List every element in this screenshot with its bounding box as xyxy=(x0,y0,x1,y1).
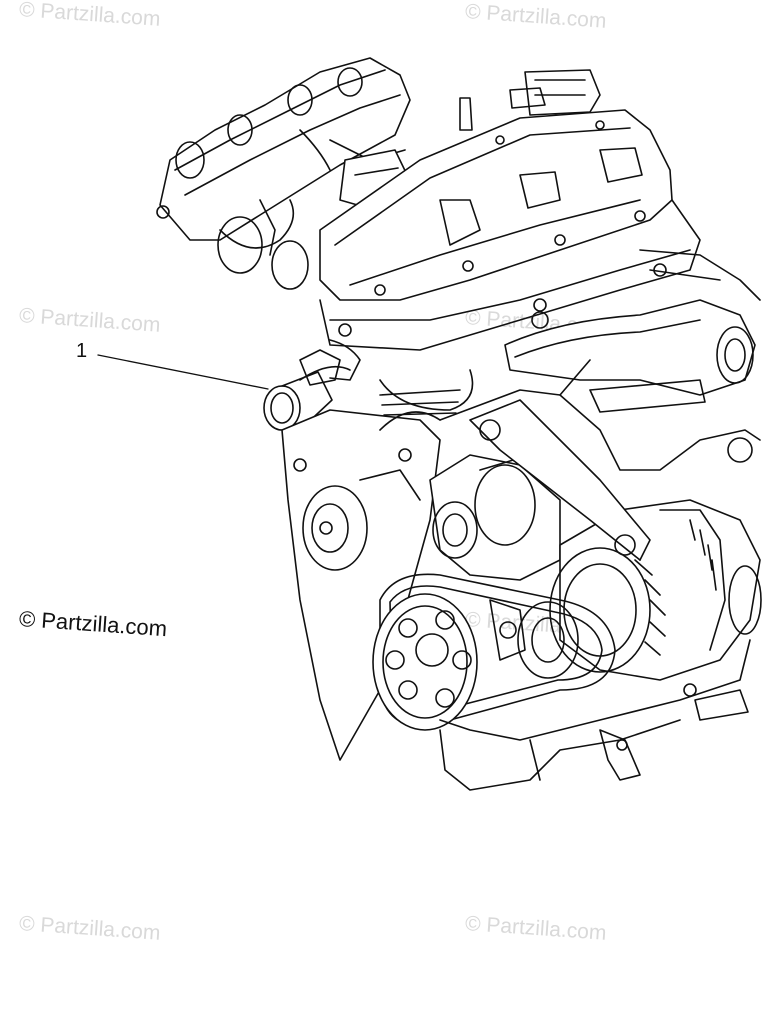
engine-block xyxy=(299,311,761,471)
belt-tensioner xyxy=(469,399,651,661)
crankcase xyxy=(439,639,751,791)
crank-pulley xyxy=(372,593,579,731)
valve-cover xyxy=(319,109,673,301)
alternator xyxy=(549,499,762,681)
callout-leader-line-1 xyxy=(97,354,269,390)
throttle-body-assembly xyxy=(156,57,411,290)
callout-label-1: 1 xyxy=(76,340,88,362)
coolant-hose xyxy=(504,249,761,413)
